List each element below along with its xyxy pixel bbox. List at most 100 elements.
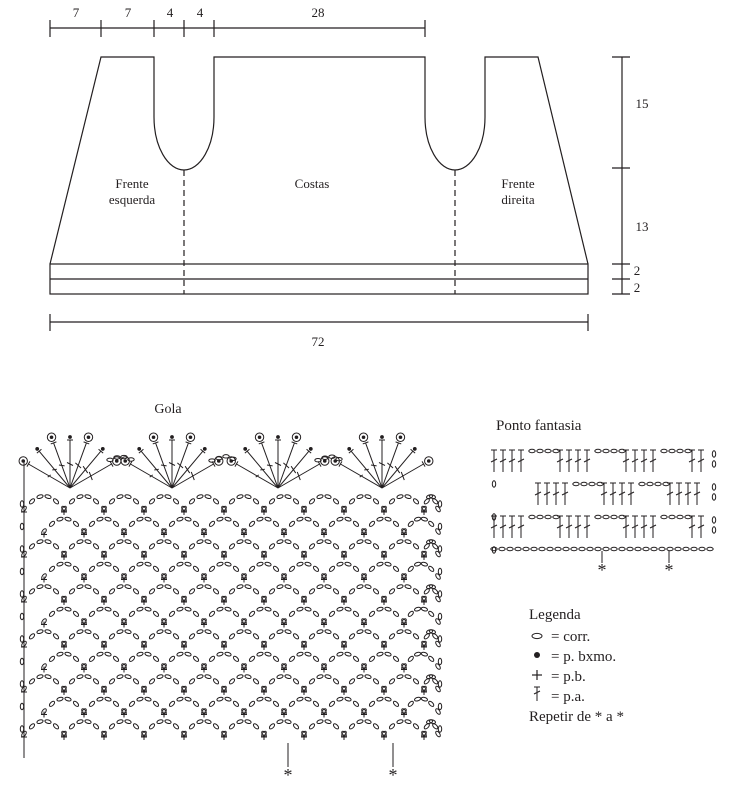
chain-stitch [392,700,400,707]
chain-stitch [128,700,136,707]
chain-stitch [76,584,84,590]
chain-stitch [432,723,439,730]
chain-stitch [296,651,304,657]
chain-stitch [396,539,404,545]
chain-stitch [88,610,96,617]
chain-stitch [52,633,60,640]
chain-stitch [602,546,610,552]
chain-stitch [594,448,602,454]
chain-stitch [684,514,692,520]
chain-stitch [368,565,376,572]
chain-stitch [208,700,216,707]
chain-stitch [288,610,296,617]
chain-stitch [384,696,392,702]
chain-stitch [56,606,64,612]
chain-stitch [128,520,136,527]
chain-stitch [19,680,25,688]
chain-stitch [435,505,441,513]
chain-stitch [428,565,435,572]
chain-stitch [228,588,236,595]
chain-stitch [552,448,560,454]
chain-stitch [276,629,284,635]
chain-stitch [56,561,64,567]
chain-stitch [335,456,343,462]
chain-stitch [264,651,272,657]
chain-stitch [392,610,400,617]
chain-stitch [76,719,84,725]
chain-stitch [272,565,280,572]
chain-stitch [248,700,256,707]
chain-stitch [344,696,352,702]
chain-stitch [184,516,192,522]
chain-stitch [312,565,320,572]
chain-stitch [68,543,76,550]
chain-stitch [112,565,120,572]
chain-stitch [256,606,264,612]
chain-stitch [216,651,224,657]
picot-stitch [291,432,302,442]
chain-stitch [276,584,284,590]
chain-stitch [156,494,164,500]
chain-stitch [316,494,324,500]
chain-stitch [156,719,164,725]
chain-stitch [376,606,384,612]
chain-stitch [113,455,121,460]
chain-stitch [216,606,224,612]
chain-stitch [684,448,692,454]
chain-stitch [437,500,443,508]
chain-stitch [314,458,322,463]
chain-stitch [368,610,376,617]
chain-stitch [236,719,244,725]
chain-stitch [348,498,356,505]
chain-stitch [92,498,100,505]
chain-stitch [112,700,120,707]
single-crochet-plus-icon [529,667,545,687]
chain-stitch [127,457,135,462]
chain-stitch [64,696,72,702]
chain-stitch [392,520,400,527]
chain-stitch [711,460,717,468]
chain-stitch [152,520,160,527]
chain-stitch [188,498,196,505]
chain-stitch [108,543,116,550]
chain-stitch [292,588,300,595]
picot-stitch [254,432,265,442]
chain-stitch [674,546,682,552]
chain-stitch [321,455,329,460]
chain-stitch [104,516,112,522]
chain-stitch [244,674,252,680]
chain-stitch [256,561,264,567]
chain-stitch [428,674,437,680]
chain-stitch [435,618,441,625]
chain-stitch [28,588,36,595]
chain-stitch [490,546,498,552]
chain-stitch [148,678,156,685]
chain-stitch [580,481,588,487]
chain-stitch [92,543,100,550]
chain-stitch [156,629,164,635]
chain-stitch [528,514,536,520]
chain-stitch [602,514,610,520]
chain-stitch [296,696,304,702]
chain-stitch [224,561,232,567]
chain-stitch [36,719,44,725]
chain-stitch [711,526,717,534]
chain-stitch [268,588,276,595]
chain-stitch [156,584,164,590]
chain-stitch [264,696,272,702]
chain-stitch [136,651,144,657]
chain-stitch [668,448,676,454]
chain-stitch [212,498,220,505]
chain-stitch [396,584,404,590]
chain-stitch [364,584,372,590]
chain-stitch [435,528,441,535]
chain-stitch [104,561,112,567]
chain-stitch [52,678,60,685]
chain-stitch [428,539,437,545]
chain-stitch [432,678,439,685]
dim-top-4: 4 [197,5,204,20]
chain-stitch [152,655,160,662]
chain-stitch [425,719,434,725]
chain-stitch [244,629,252,635]
chain-stitch [437,725,443,733]
